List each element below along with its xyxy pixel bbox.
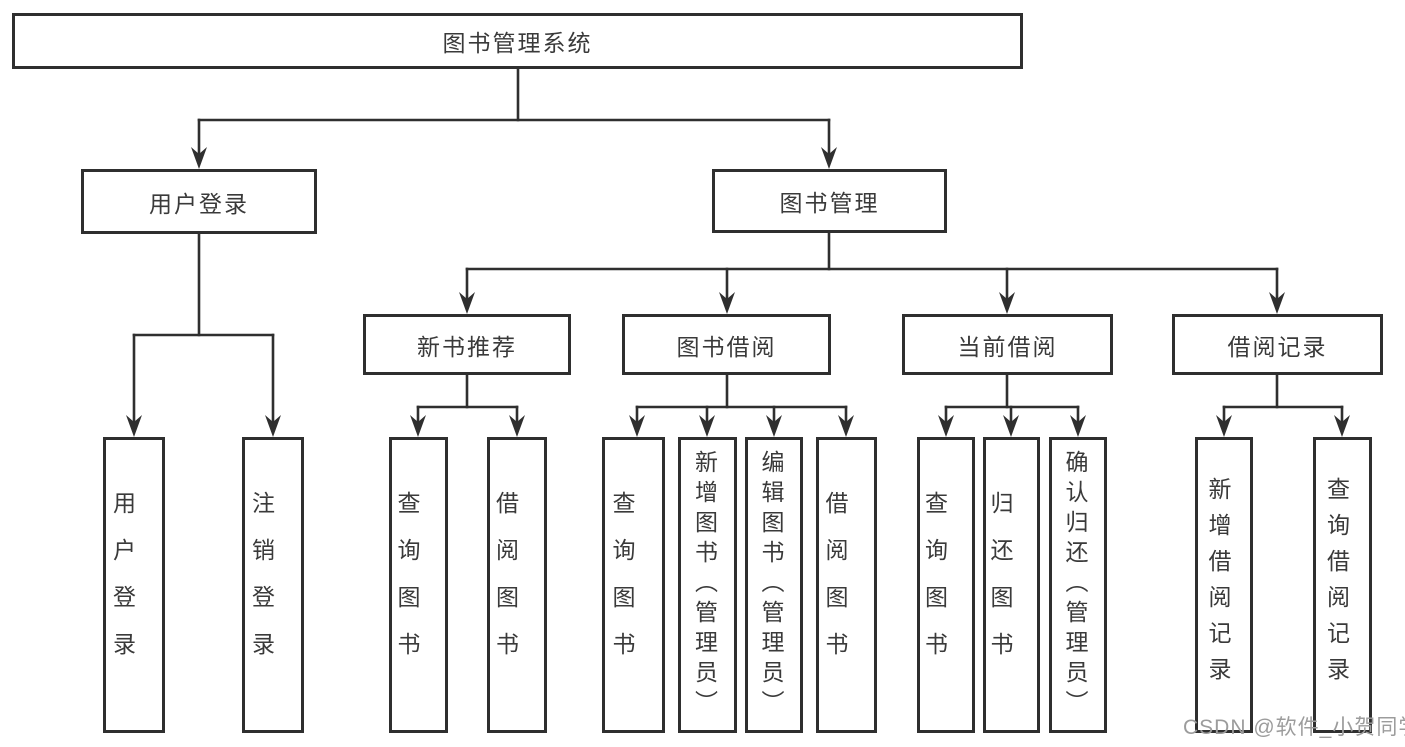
node-library-management-system: 图书管理系统 xyxy=(12,13,1023,69)
node-label: 当前借阅 xyxy=(957,333,1058,360)
node-label: 图书管理系统 xyxy=(442,30,593,56)
leaf-label: 新增借阅记录 xyxy=(1205,477,1231,693)
leaf-label: 新增图书（管理员） xyxy=(691,450,718,720)
node-book-management: 图书管理 xyxy=(712,169,947,233)
node-label: 用户登录 xyxy=(149,190,249,217)
node-current-borrow: 当前借阅 xyxy=(902,314,1113,375)
node-label: 图书借阅 xyxy=(676,333,777,360)
leaf-label: 查询图书 xyxy=(394,491,420,679)
node-label: 借阅记录 xyxy=(1227,333,1328,360)
csdn-watermark: CSDN @软件_小贺同学 xyxy=(1183,716,1405,739)
leaf-label: 确认归还（管理员） xyxy=(1062,450,1088,720)
leaf-user-login: 用户登录 xyxy=(103,437,165,733)
leaf-bb-borrow-books: 借阅图书 xyxy=(816,437,877,733)
leaf-nb-query-books: 查询图书 xyxy=(389,437,448,733)
leaf-label: 编辑图书（管理员） xyxy=(758,450,784,720)
leaf-label: 查询图书 xyxy=(609,491,635,679)
leaf-label: 归还图书 xyxy=(987,491,1013,679)
leaf-cb-confirm-return-admin: 确认归还（管理员） xyxy=(1049,437,1107,733)
node-book-borrow: 图书借阅 xyxy=(622,314,831,375)
leaf-cb-query-books: 查询图书 xyxy=(917,437,975,733)
leaf-cb-return-books: 归还图书 xyxy=(983,437,1040,733)
leaf-label: 注销登录 xyxy=(248,491,275,679)
leaf-br-query-record: 查询借阅记录 xyxy=(1313,437,1372,733)
leaf-logout: 注销登录 xyxy=(242,437,304,733)
node-user-login: 用户登录 xyxy=(81,169,317,234)
leaf-br-add-record: 新增借阅记录 xyxy=(1195,437,1253,733)
node-new-book-recommend: 新书推荐 xyxy=(363,314,571,375)
node-label: 图书管理 xyxy=(779,190,880,216)
leaf-bb-query-books: 查询图书 xyxy=(602,437,665,733)
leaf-label: 借阅图书 xyxy=(822,491,848,679)
node-borrow-records: 借阅记录 xyxy=(1172,314,1383,375)
leaf-label: 查询图书 xyxy=(921,491,948,679)
leaf-label: 查询借阅记录 xyxy=(1323,477,1350,693)
leaf-bb-edit-books-admin: 编辑图书（管理员） xyxy=(745,437,803,733)
leaf-bb-add-books-admin: 新增图书（管理员） xyxy=(678,437,737,733)
node-label: 新书推荐 xyxy=(417,333,517,360)
leaf-label: 借阅图书 xyxy=(492,491,519,679)
leaf-label: 用户登录 xyxy=(109,491,136,679)
leaf-nb-borrow-books: 借阅图书 xyxy=(487,437,547,733)
